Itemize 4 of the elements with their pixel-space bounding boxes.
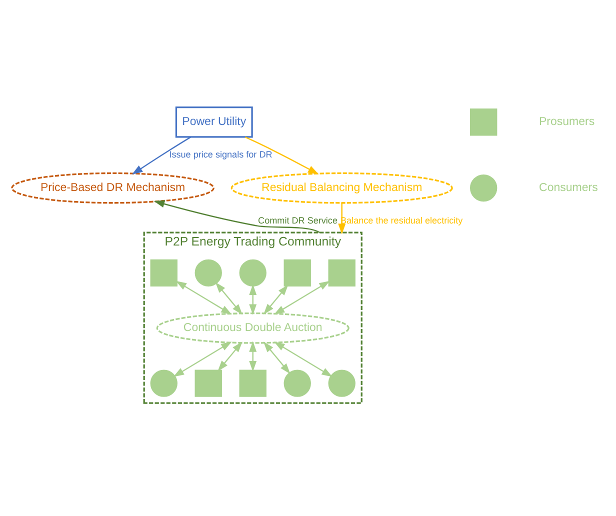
legend-label: Consumers [539,182,598,194]
legend-label: Prosumers [538,116,595,128]
edge-label: Issue price signals for DR [169,148,272,159]
edge-label: Commit DR Service [258,214,338,225]
